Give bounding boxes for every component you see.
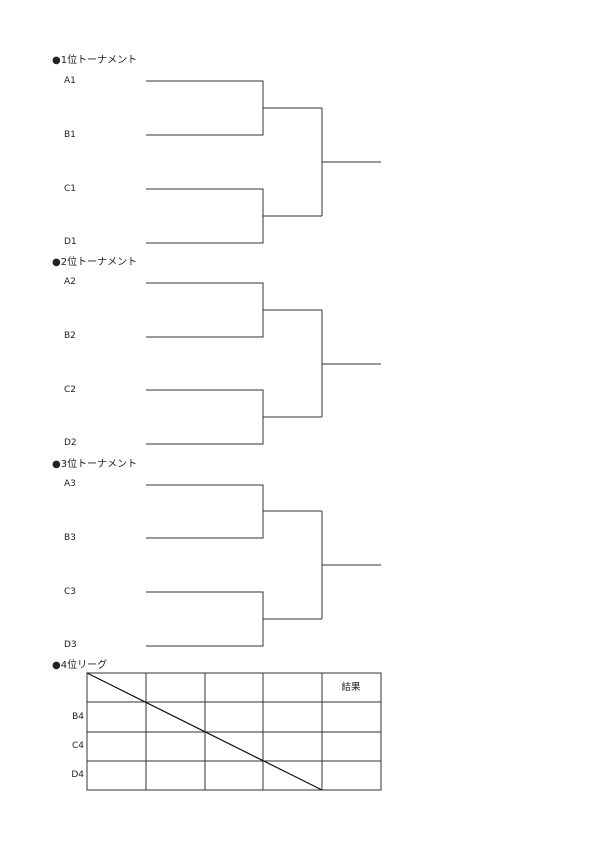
team-label: C1	[64, 184, 77, 194]
tournament-3-bracket	[146, 484, 381, 647]
team-label: B2	[64, 331, 76, 341]
tournament-2-heading: ●2位トーナメント	[52, 257, 138, 268]
tournament-1-bracket	[146, 80, 381, 244]
team-label: D1	[64, 237, 77, 247]
league-row-label: D4	[71, 770, 84, 780]
league-heading: ●4位リーグ	[52, 660, 108, 671]
league-result-header: 結果	[341, 682, 361, 693]
tournament-1-heading: ●1位トーナメント	[52, 55, 138, 66]
league-table-grid	[86, 672, 382, 791]
tournament-2-bracket	[146, 282, 381, 445]
tournament-3-heading: ●3位トーナメント	[52, 459, 138, 470]
team-label: A1	[64, 76, 76, 86]
team-label: B3	[64, 533, 76, 543]
league-row-label: C4	[71, 741, 84, 751]
team-label: B1	[64, 130, 76, 140]
league-row-label: B4	[72, 712, 84, 722]
team-label: C3	[64, 587, 77, 597]
team-label: C2	[64, 385, 77, 395]
league-diagonal-line	[86, 672, 323, 791]
team-label: A2	[64, 277, 76, 287]
team-label: A3	[64, 479, 76, 489]
team-label: D3	[64, 640, 77, 650]
team-label: D2	[64, 438, 77, 448]
